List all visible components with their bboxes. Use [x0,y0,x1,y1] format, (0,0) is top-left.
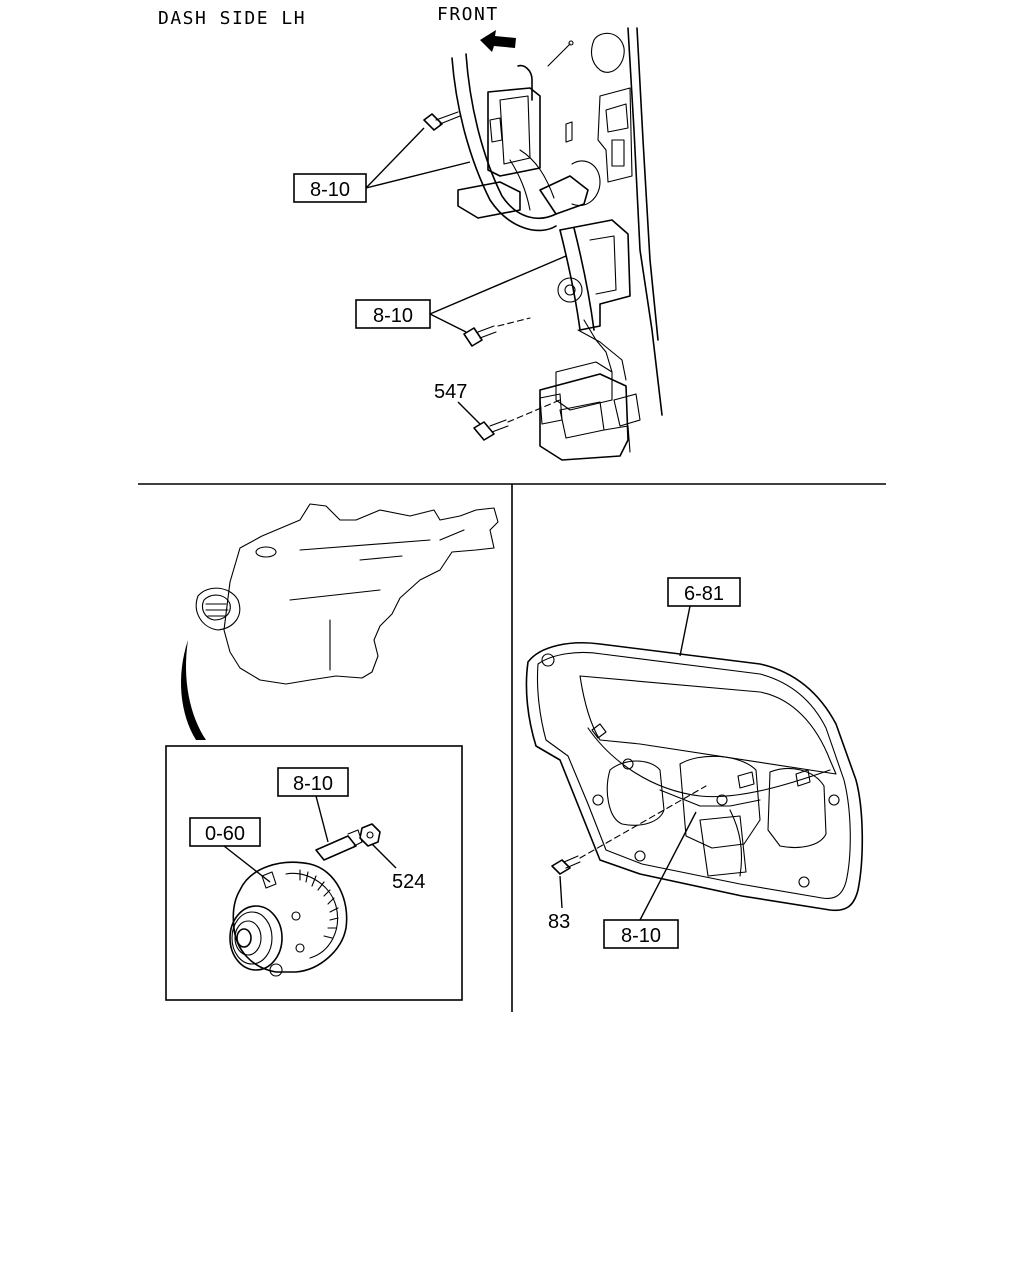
callout-alt-8-10: 8-10 [293,773,333,795]
engine-outline-drawing [181,503,499,740]
upper-harness-bracket-drawing [451,40,589,232]
callout-box-upper-8-10 [293,173,367,203]
callout-83: 83 [548,911,570,933]
callout-gate-8-10: 8-10 [621,925,661,947]
alternator-inset-frame [165,745,463,1001]
callout-547: 547 [434,381,467,403]
callout-box-lower-8-10 [355,299,431,329]
callout-6-81: 6-81 [684,583,724,605]
callout-lower-8-10: 8-10 [373,305,413,327]
callout-524: 524 [392,871,425,893]
dash-side-panel: DASH SIDE LH FRONT [158,4,663,461]
callout-box-alt-8-10 [277,767,349,797]
callout-0-60: 0-60 [205,823,245,845]
dash-pillar-drawing [557,27,663,416]
callout-box-gate-8-10 [603,919,679,949]
lower-connector-drawing [539,227,641,461]
liftgate-drawing [525,642,864,912]
screw-83-icon [551,785,707,875]
dash-side-title: DASH SIDE LH [158,8,306,29]
alternator-drawing [229,861,348,977]
bolt-middle-icon [463,317,531,347]
bolt-upper-icon [423,111,461,131]
alternator-panel: 8-10 0-60 524 [165,503,499,1001]
bolt-8-10-icon [315,829,363,861]
nut-524-icon [359,823,381,847]
callout-box-6-81 [667,577,741,607]
front-direction-label: FRONT [437,4,499,25]
front-arrow-icon [480,30,516,52]
callout-upper-8-10: 8-10 [310,179,350,201]
liftgate-panel: 6-81 83 8-10 [525,577,864,949]
screw-547-icon [473,399,561,441]
